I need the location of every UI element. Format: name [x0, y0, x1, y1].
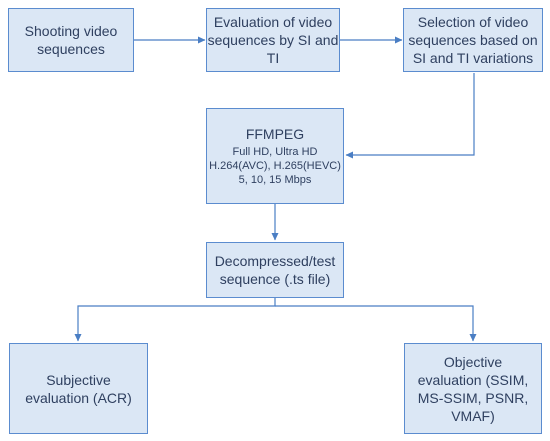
node-subjective-evaluation: Subjective evaluation (ACR): [9, 343, 148, 434]
arrow-selection-to-ffmpeg: [345, 73, 475, 159]
node-decompressed-line-2: sequence (.ts file): [219, 271, 331, 287]
node-selection-si-ti-variations: Selection of video sequences based on SI…: [403, 8, 543, 72]
node-shooting-video-sequences: Shooting video sequences: [8, 8, 134, 72]
node-selection-line-1: Selection of video: [417, 14, 529, 30]
node-selection-line-2: sequences based on: [408, 32, 538, 48]
node-decompressed-test-sequence: Decompressed/test sequence (.ts file): [206, 242, 344, 298]
node-evaluation-line-1: Evaluation of video: [213, 14, 333, 30]
node-evaluation-line-2: sequences by SI and: [207, 32, 339, 48]
node-ffmpeg: FFMPEG Full HD, Ultra HD H.264(AVC), H.2…: [206, 108, 344, 204]
node-objective-line-2: evaluation (SSIM,: [417, 371, 529, 388]
node-objective-evaluation: Objective evaluation (SSIM, MS-SSIM, PSN…: [404, 343, 542, 434]
node-objective-line-3: MS-SSIM, PSNR,: [417, 389, 529, 406]
node-evaluation-line-3: TI: [266, 50, 280, 66]
node-ffmpeg-title: FFMPEG: [245, 126, 305, 142]
node-subjective-line-1: Subjective: [46, 371, 111, 388]
node-selection-line-3: SI and TI variations: [412, 50, 534, 66]
node-shooting-line-1: Shooting video: [24, 23, 118, 39]
node-ffmpeg-line-1: Full HD, Ultra HD: [232, 146, 318, 158]
node-evaluation-si-ti: Evaluation of video sequences by SI and …: [206, 8, 340, 72]
node-objective-line-1: Objective: [443, 353, 503, 370]
node-ffmpeg-line-2: H.264(AVC), H.265(HEVC): [209, 160, 341, 172]
node-decompressed-line-1: Decompressed/test: [214, 253, 336, 269]
node-subjective-line-2: evaluation (ACR): [25, 389, 132, 406]
node-objective-line-4: VMAF): [451, 407, 495, 424]
node-ffmpeg-line-3: 5, 10, 15 Mbps: [238, 174, 312, 186]
arrow-decompressed-to-subjective: [74, 298, 276, 342]
arrow-decompressed-to-objective: [275, 305, 477, 342]
node-shooting-line-2: sequences: [37, 41, 105, 57]
